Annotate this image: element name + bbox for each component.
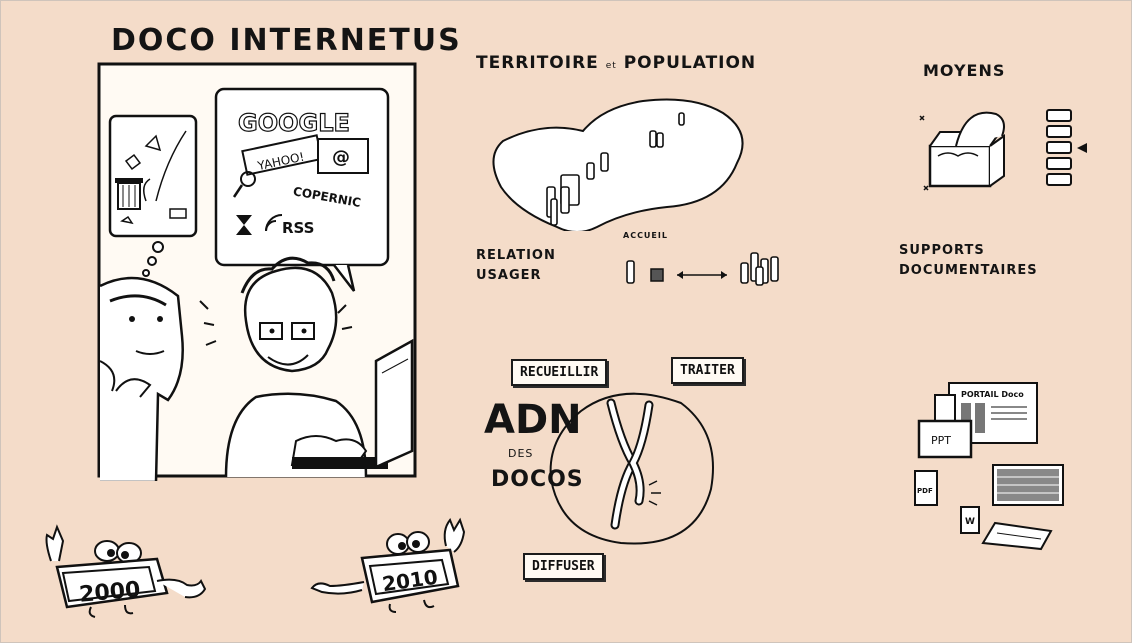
chromosome-icon [606, 398, 661, 530]
year-2000-label: 2000 [78, 577, 141, 607]
documentaires-line: DOCUMENTAIRES [899, 263, 1038, 278]
double-arrow-icon [677, 271, 727, 279]
resource-level-icon [1046, 109, 1087, 186]
territory-map [492, 98, 744, 231]
bubble-word-google: GOOGLE [238, 109, 350, 137]
supports-documentaires-label: SUPPORTS DOCUMENTAIRES [899, 241, 1038, 281]
usager-line: USAGER [476, 268, 542, 283]
territoire-sep: et [605, 61, 617, 71]
population-word: POPULATION [623, 53, 757, 73]
ppt-label: PPT [931, 434, 951, 447]
rss-icon [265, 214, 283, 232]
chromosome-cycle [549, 392, 714, 545]
relation-usager-label: RELATION USAGER [476, 246, 556, 286]
supports-line: SUPPORTS [899, 243, 985, 258]
portail-label: PORTAIL Doco [961, 390, 1024, 399]
pdf-label: PDF [917, 487, 933, 495]
grumpy-character [99, 276, 184, 481]
ppt-document: PPT [917, 419, 973, 459]
territoire-title: TERRITOIRE et POPULATION [476, 53, 756, 73]
step-traiter: TRAITER [671, 357, 744, 384]
people-group-icon [546, 112, 685, 226]
spreadsheet-document [992, 464, 1064, 506]
bubble-word-rss: RSS [282, 219, 314, 237]
accueil-diagram [626, 252, 779, 286]
word-label: W [965, 517, 975, 527]
moyens-title: MOYENS [923, 61, 1006, 80]
hourglass-icon [236, 215, 252, 235]
adn-title: ADN [484, 397, 582, 443]
documents-stack: PORTAIL Doco PPT PDF W [914, 382, 1064, 551]
territoire-word: TERRITOIRE [476, 53, 599, 73]
pdf-document: PDF [914, 470, 938, 506]
trash-can-icon [115, 178, 143, 210]
step-recueillir: RECUEILLIR [511, 359, 608, 386]
year-2000-character: 2000 [45, 524, 206, 618]
bubble-word-at: @ [332, 147, 350, 168]
word-document: W [960, 506, 980, 534]
step-diffuser: DIFFUSER [523, 553, 604, 580]
computer-monitor [374, 338, 414, 469]
happy-character [199, 256, 388, 478]
year-2010-character: 2010 [310, 517, 466, 613]
adn-des: DES [508, 447, 534, 460]
accueil-label: ACCUEIL [623, 231, 668, 240]
treasure-chest-icon [919, 111, 1005, 191]
speech-bubble: GOOGLE YAHOO! @ COPERNIC RSS [214, 87, 390, 292]
adn-docos: DOCOS [491, 467, 584, 492]
key-icon [232, 171, 256, 198]
comic-title: DOCO INTERNETUS [111, 23, 462, 58]
comic-panel: GOOGLE YAHOO! @ COPERNIC RSS [97, 62, 417, 481]
thought-bubble [108, 114, 198, 277]
relation-line: RELATION [476, 248, 556, 263]
